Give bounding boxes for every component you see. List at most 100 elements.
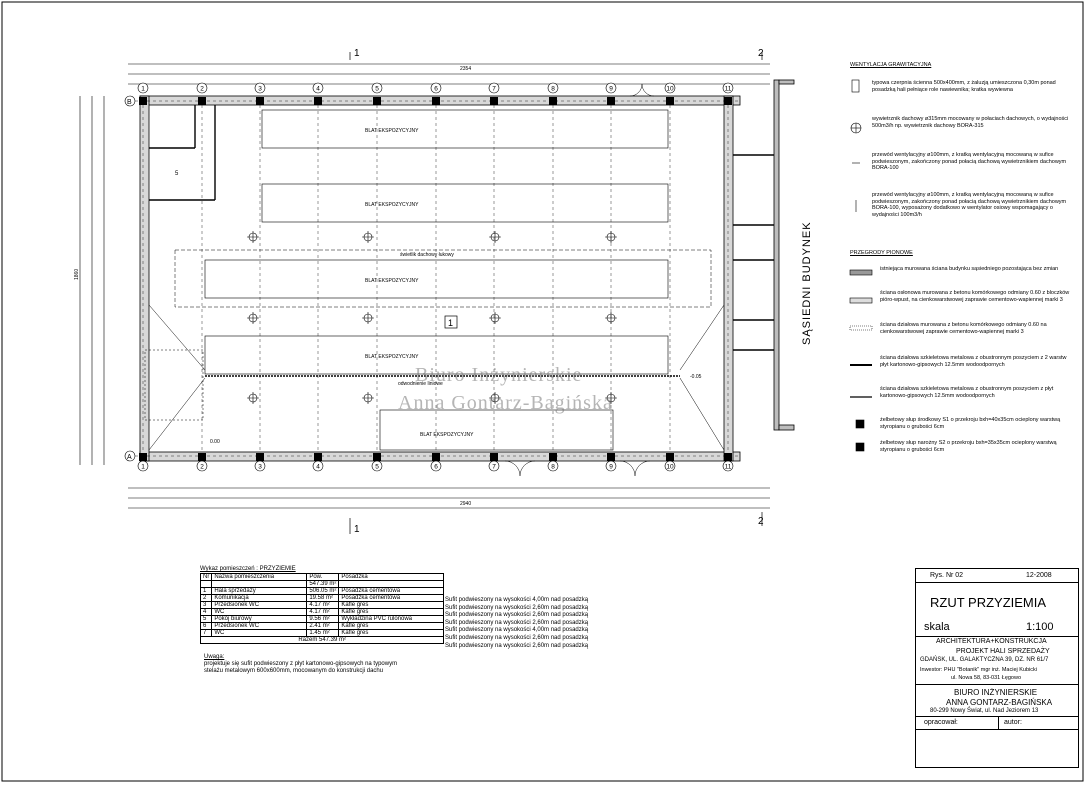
column: [373, 453, 381, 461]
axis-label: 7: [492, 464, 496, 471]
axis-bubble: [137, 82, 149, 94]
room-cell: [211, 580, 308, 588]
room-cell: 7: [199, 629, 213, 637]
room-schedule-title: Wykaz pomieszczeń : PRZYZIEMIE: [200, 566, 296, 572]
ventilator-cross: [489, 231, 501, 243]
ceiling-note: Sufit podwieszony na wysokości 2,60m nad…: [445, 619, 589, 626]
column: [256, 97, 264, 105]
note-line-2: stelażu metalowym 600x600mm, mocowanym d…: [204, 668, 384, 674]
axis-bubble: [605, 82, 617, 94]
drain-label: odwodnienie liniowe: [398, 381, 443, 387]
tb-row-office: BIURO INŻYNIERSKIE ANNA GONTARZ-BAGIŃSKA…: [916, 685, 1078, 717]
section-mark-top-2: 2: [758, 48, 764, 59]
room-cell: Przedsionek WC: [211, 601, 308, 609]
signature-rule: [916, 729, 1078, 730]
discipline: ARCHITEKTURA+KONSTRUKCJA: [936, 638, 1047, 645]
axis-label-b: B: [127, 99, 132, 106]
wc-partitions: [733, 154, 774, 351]
axis-label: 6: [434, 464, 438, 471]
scale-label: skala: [924, 621, 950, 633]
axis-label: 3: [258, 86, 262, 93]
room-cell: Pokój biurowy: [211, 615, 308, 623]
office-address: 80-299 Nowy Świat, ul. Nad Jeziorem 13: [930, 708, 1039, 714]
section-mark-top-1: 1: [354, 48, 360, 59]
room-cell: Przedsionek WC: [211, 622, 308, 630]
column: [432, 453, 440, 461]
roof-ventilators: [247, 231, 617, 404]
note-line-1: projektuje się sufit podwieszony z płyt …: [204, 661, 398, 667]
room-number-5: 5: [175, 171, 179, 177]
room-cell: Kafle gres: [338, 601, 445, 609]
dimension-lines-left: [79, 96, 105, 465]
room-total: Razem 547.39 m²: [199, 636, 445, 644]
tb-row-signatures: opracował: autor:: [916, 717, 1078, 769]
ventilator-cross: [605, 231, 617, 243]
axis-bubble: [722, 82, 734, 94]
axis-bubble: [547, 460, 559, 472]
axis-bubble: [430, 460, 442, 472]
legend-wall-item-2: ściana osłonowa murowana z betonu komórk…: [880, 290, 1070, 303]
ventilator-cross: [489, 312, 501, 324]
ceiling-note: Sufit podwieszony na wysokości 2,60m nad…: [445, 604, 589, 611]
room-header-cell: Nazwa pomieszczenia: [211, 573, 308, 581]
ventilator-cross: [247, 312, 259, 324]
room-cell: 2: [199, 594, 213, 602]
axis-label: 2: [200, 464, 204, 471]
room-cell: 1.45 m²: [306, 629, 340, 637]
axis-label: 10: [666, 86, 674, 93]
axis-label: 8: [551, 86, 555, 93]
office-name-2: ANNA GONTARZ-BAGIŃSKA: [946, 698, 1053, 707]
title-block: Rys. Nr 02 12-2008 RZUT PRZYZIEMIA skala…: [915, 568, 1079, 768]
room-cell: 19.58 m²: [306, 594, 340, 602]
ceiling-note: Sufit podwieszony na wysokości 4,00m nad…: [445, 597, 589, 603]
dimension-lines-top: [128, 63, 770, 85]
axis-bubble: [137, 460, 149, 472]
room-cell: 2.41 m²: [306, 622, 340, 630]
ramps: [144, 304, 725, 451]
room-cell: Posadzka cementowa: [338, 594, 445, 602]
column: [198, 453, 206, 461]
axis-label: 1: [141, 464, 145, 471]
axis-bubble: [722, 460, 734, 472]
drawing-number: Rys. Nr 02: [930, 572, 964, 579]
axis-bubble: [312, 460, 324, 472]
ventilator-cross: [605, 392, 617, 404]
room-cell: Kafle gres: [338, 629, 445, 637]
ceiling-note: Sufit podwieszony na wysokości 2,60m nad…: [445, 612, 589, 619]
room-cell: Posadzka cementowa: [338, 587, 445, 595]
project-address: GDAŃSK, UL. GALAKTYCZNA 39, DZ. NR 61/7: [920, 657, 1049, 663]
legend-wall-item-7: żelbetowy słup narożny S2 o przekroju bx…: [880, 440, 1057, 453]
tb-row-title: RZUT PRZYZIEMIA skala 1:100: [916, 583, 1078, 637]
axis-bubble: [254, 82, 266, 94]
column: [139, 453, 147, 461]
column: [490, 97, 498, 105]
office-partitions: [149, 105, 216, 201]
ventilator-cross: [362, 312, 374, 324]
room-cell: 5: [199, 615, 213, 623]
axis-label: 6: [434, 86, 438, 93]
tb-row-project: ARCHITEKTURA+KONSTRUKCJA PROJEKT HALI SP…: [916, 637, 1078, 685]
legend-vent-item-3: przewód wentylacyjny ø100mm, z kratką we…: [872, 152, 1067, 171]
ventilator-cross: [605, 312, 617, 324]
room-cell: WC: [211, 629, 308, 637]
note-title: Uwaga:: [204, 654, 225, 660]
scale-value: 1:100: [1026, 621, 1054, 633]
room-cell: 9.56 m²: [306, 615, 340, 623]
axis-label-a: A: [127, 454, 132, 461]
room-cell: 3: [199, 601, 213, 609]
room-header-cell: Posadzka: [338, 573, 445, 581]
prepared-label: opracował:: [924, 719, 958, 726]
column: [490, 453, 498, 461]
room-header-cell: Nr: [199, 573, 213, 581]
table-row: 547.39 m²: [199, 580, 445, 588]
counter-label-5: BLAT EKSPOZYCYJNY: [420, 432, 474, 438]
section-mark-bottom-2: 2: [758, 516, 764, 527]
